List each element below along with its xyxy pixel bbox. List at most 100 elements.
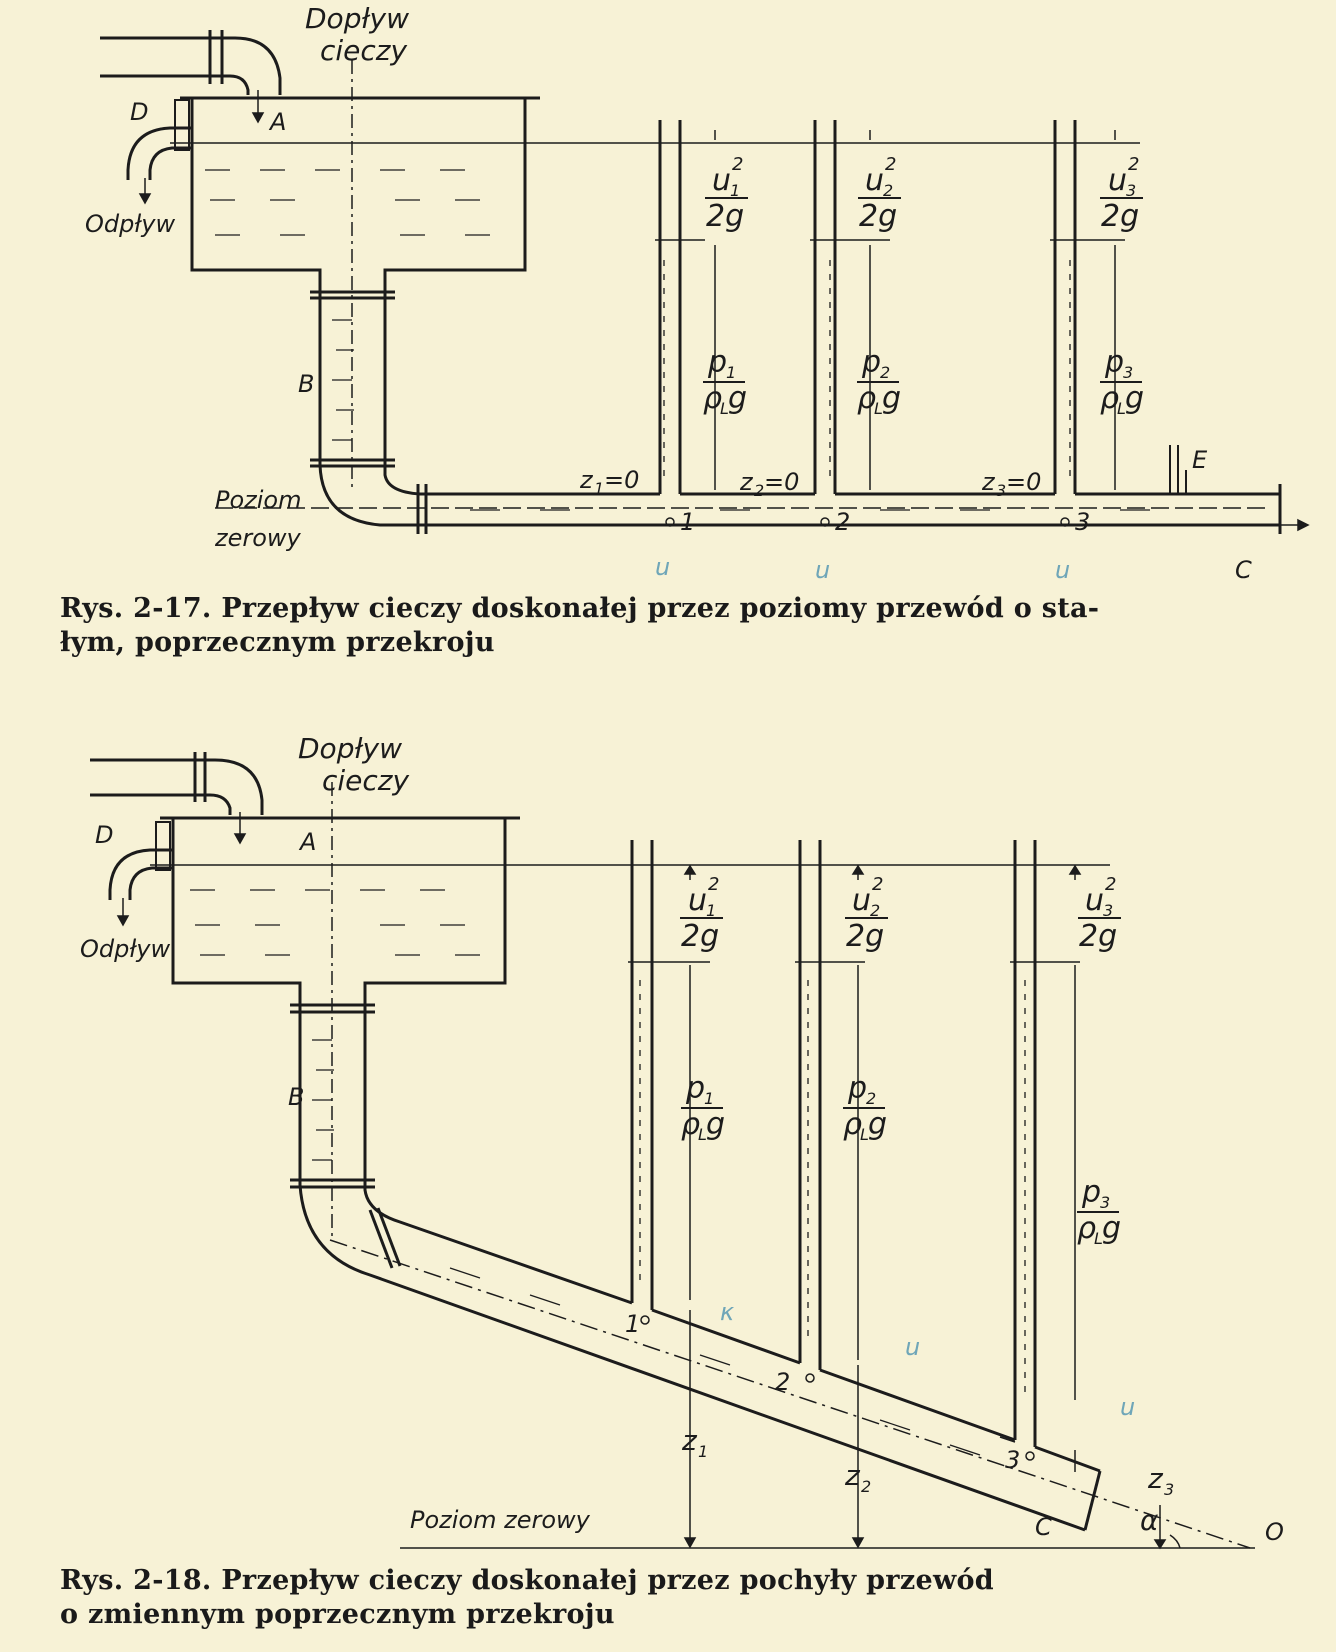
svg-text:2: 2 [870,901,880,920]
svg-text:p: p [685,1071,705,1106]
svg-text:ρ: ρ [857,381,876,416]
pencil-mark-2-2: u [905,1333,920,1361]
velocity-head-2: u 2 2 2g [858,154,901,234]
svg-text:u: u [712,163,731,198]
svg-text:ρ: ρ [843,1107,862,1142]
svg-text:2g: 2g [681,919,719,954]
svg-text:=0: =0 [764,468,799,496]
pencil-mark-2-3: u [1120,1393,1135,1421]
svg-text:3: 3 [1123,363,1133,382]
svg-text:g: g [728,381,747,416]
pressure-head-3: p 3 ρ L g [1100,345,1144,418]
svg-text:3: 3 [996,481,1006,500]
svg-text:2: 2 [880,363,890,382]
point-2-1: 1 [625,1310,640,1338]
svg-text:1: 1 [706,901,716,920]
vertical-pipe-B-2 [298,990,1101,1532]
svg-text:ρ: ρ [1100,381,1119,416]
pencil-mark-1: u [655,553,670,581]
velocity-head-2-2: u 2 2 2g [845,874,888,954]
svg-text:2: 2 [708,874,719,895]
point-2-3: 3 [1005,1446,1020,1474]
svg-text:2: 2 [885,154,896,175]
label-C: C [1235,556,1252,584]
svg-text:u: u [865,163,884,198]
caption-2-18-line-1: Rys. 2-18. Przepływ cieczy doskonałej pr… [60,1565,994,1596]
piezometer-2-3 [1013,840,1037,1447]
piezometer-2-1 [630,840,654,1310]
label-B: B [298,370,314,398]
svg-text:2: 2 [872,874,883,895]
svg-text:L: L [874,399,883,418]
svg-text:p: p [847,1071,867,1106]
outflow-label: Odpływ [85,210,175,238]
tank-2 [160,816,520,990]
svg-text:L: L [698,1125,707,1144]
z1-label-2: z 1 [681,1424,708,1461]
velocity-head-2-1: u 1 2 2g [680,874,723,954]
svg-text:u: u [1085,883,1104,918]
svg-text:ρ: ρ [1077,1211,1096,1246]
pressure-head-2-1: p 1 ρ L g [681,1071,725,1144]
label-A: A [268,108,286,136]
svg-text:=0: =0 [604,466,639,494]
piezometer-3 [1053,120,1077,494]
svg-text:L: L [1094,1229,1103,1248]
pressure-head-1: p 1 ρ L g [703,345,747,418]
svg-text:2g: 2g [706,199,744,234]
piezometer-2-2 [798,840,822,1370]
label-D: D [130,98,148,126]
point-2: 2 [835,508,850,536]
zero-level-label-1: Poziom [215,486,301,514]
caption-2-17-line-2: łym, poprzecznym przekroju [60,627,495,658]
pressure-head-2-3: p 3 ρ L g [1077,1175,1121,1248]
svg-text:g: g [868,1107,887,1142]
zero-level-label-2: zerowy [214,524,302,552]
caption-2-17: Rys. 2-17. Przepływ cieczy doskonałej pr… [60,592,1310,660]
svg-text:p: p [707,345,727,380]
svg-text:u: u [852,883,871,918]
svg-text:L: L [860,1125,869,1144]
svg-text:z: z [739,468,754,496]
svg-text:3: 3 [1126,181,1136,200]
outflow-label-2: Odpływ [80,935,170,963]
label-D-2: D [95,821,113,849]
point-1: 1 [680,508,695,536]
piezometer-1 [658,120,682,494]
svg-text:2g: 2g [1079,919,1117,954]
inflow-label-2-1: Dopływ [298,732,402,765]
svg-text:2: 2 [861,1477,871,1496]
svg-text:2: 2 [1128,154,1139,175]
svg-text:2: 2 [754,481,764,500]
z3-label-2: z 3 [1147,1462,1174,1499]
svg-text:2g: 2g [859,199,897,234]
svg-text:ρ: ρ [681,1107,700,1142]
point-2-2: 2 [775,1368,790,1396]
svg-text:z: z [579,466,594,494]
velocity-head-3: u 3 2 2g [1100,154,1143,234]
pencil-mark-2-1: κ [720,1298,735,1326]
pressure-head-2: p 2 ρ L g [857,345,901,418]
svg-text:g: g [1125,381,1144,416]
caption-2-18-line-2: o zmiennym poprzecznym przekroju [60,1599,615,1630]
pencil-mark-2: u [815,556,830,584]
inflow-label-1: Dopływ [305,2,409,35]
svg-text:3: 3 [1103,901,1113,920]
svg-text:L: L [720,399,729,418]
svg-text:L: L [1117,399,1126,418]
tank [180,96,540,275]
velocity-head-1: u 1 2 2g [705,154,748,234]
alpha-label: α [1140,1504,1159,1537]
probe-E [1169,445,1187,494]
svg-text:1: 1 [730,181,740,200]
svg-text:z: z [1147,1462,1164,1495]
svg-text:1: 1 [594,479,604,498]
figure-2-17: Dopływ cieczy D A Odpływ B C E Poziom ze… [85,2,1310,584]
piezometer-2 [813,120,837,494]
caption-2-18: Rys. 2-18. Przepływ cieczy doskonałej pr… [60,1564,1310,1632]
svg-text:z: z [844,1459,861,1492]
svg-text:2: 2 [1105,874,1116,895]
svg-text:=0: =0 [1006,468,1041,496]
svg-text:1: 1 [726,363,736,382]
